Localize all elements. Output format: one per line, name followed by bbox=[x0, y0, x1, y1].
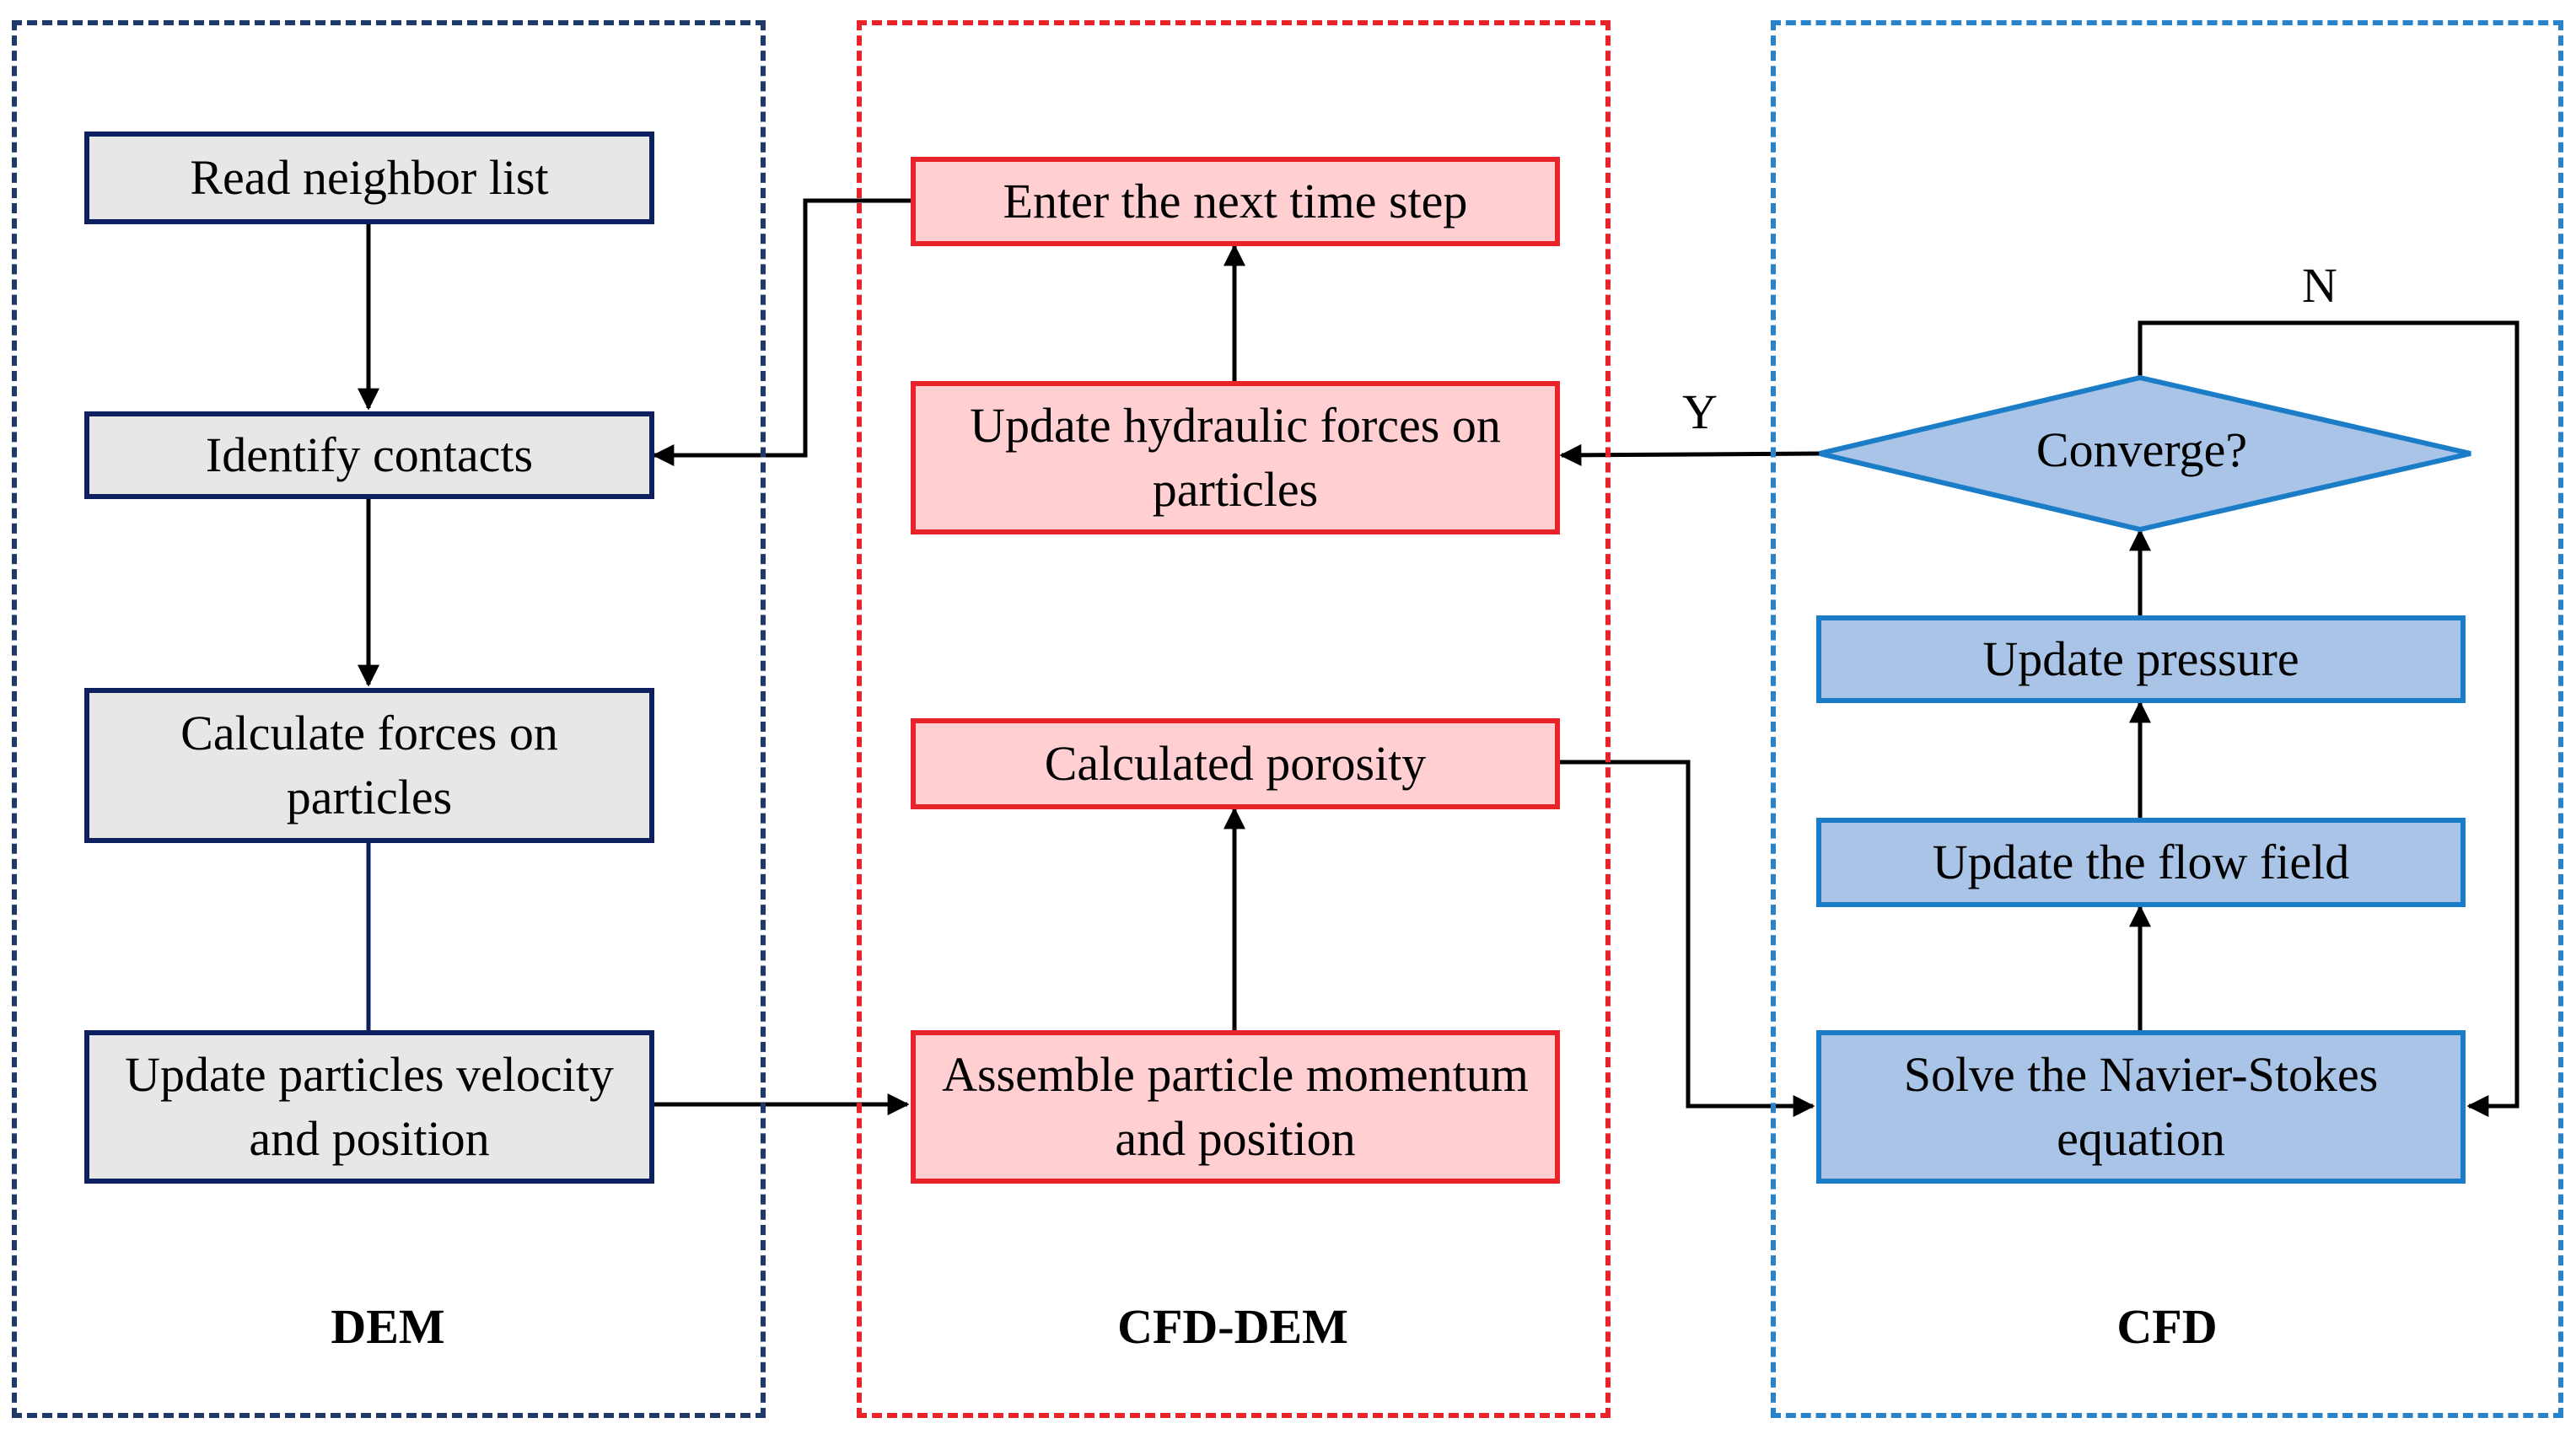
assemble-particle-box: Assemble particle momentum and position bbox=[911, 1030, 1560, 1184]
cfd-dem-panel bbox=[857, 20, 1611, 1418]
update-pressure-box: Update pressure bbox=[1816, 615, 2466, 703]
solve-navier-stokes-box: Solve the Navier-Stokes equation bbox=[1816, 1030, 2466, 1184]
read-neighbor-list-box: Read neighbor list bbox=[84, 132, 654, 224]
update-flow-field-box: Update the flow field bbox=[1816, 818, 2466, 907]
arrow-converge-yes bbox=[1559, 443, 1820, 466]
dem-panel bbox=[12, 20, 766, 1418]
converge-label: Converge? bbox=[2036, 422, 2248, 477]
next-time-step-box: Enter the next time step bbox=[911, 157, 1560, 246]
cfd-panel-label: CFD bbox=[2116, 1299, 2218, 1354]
no-branch-label: N bbox=[2302, 258, 2337, 313]
cfd-dem-panel-label: CFD-DEM bbox=[1117, 1299, 1348, 1354]
update-hydraulic-forces-box: Update hydraulic forces on particles bbox=[911, 381, 1560, 534]
yes-branch-label: Y bbox=[1682, 384, 1718, 439]
update-particles-box: Update particles velocity and position bbox=[84, 1030, 654, 1184]
arrow-porosity-to-solve bbox=[1558, 760, 1815, 1117]
converge-decision-diamond bbox=[1819, 374, 2471, 533]
dem-panel-label: DEM bbox=[331, 1299, 445, 1354]
identify-contacts-box: Identify contacts bbox=[84, 411, 654, 499]
arrow-converge-no bbox=[2138, 320, 2520, 1117]
calculated-porosity-box: Calculated porosity bbox=[911, 718, 1560, 809]
cfd-panel bbox=[1771, 20, 2563, 1418]
calculate-forces-box: Calculate forces on particles bbox=[84, 688, 654, 843]
